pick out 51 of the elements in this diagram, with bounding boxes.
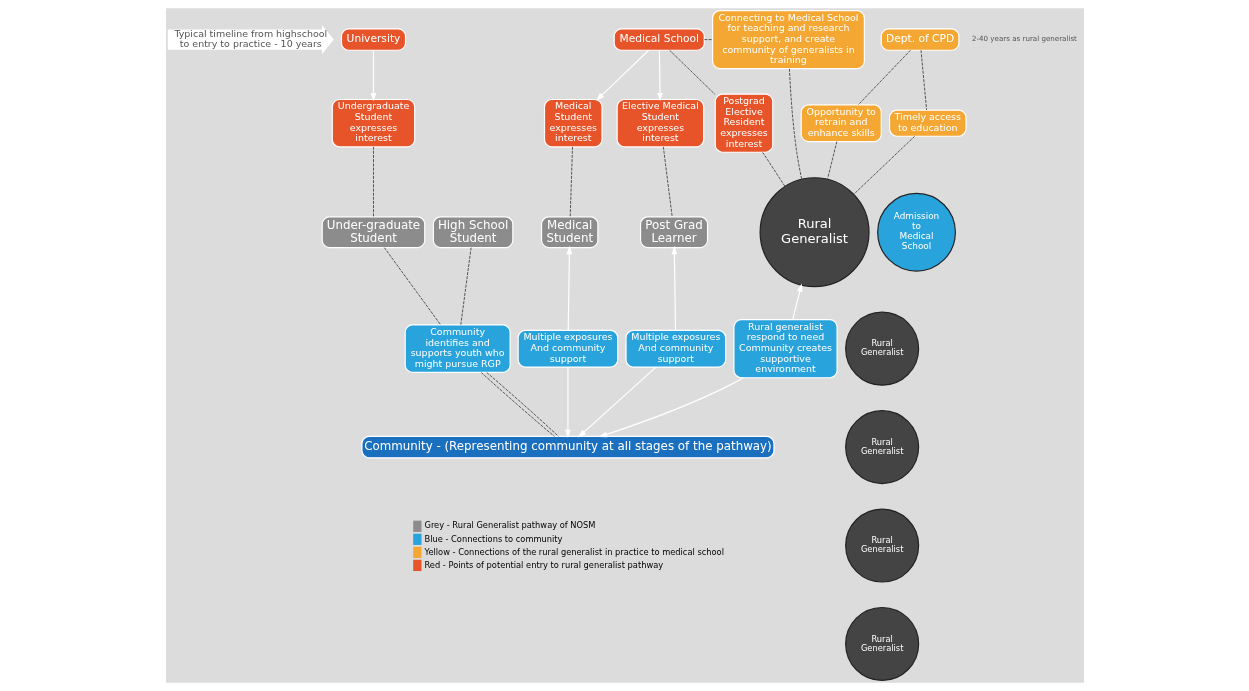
arrow xyxy=(595,49,649,101)
node-box: Multiple exposures And community support xyxy=(517,329,618,368)
connector xyxy=(662,146,673,218)
legend-label: Yellow - Connections of the rural generalist in practice to medical school xyxy=(423,546,724,557)
legend-label: Blue - Connections to community xyxy=(423,533,563,544)
connector xyxy=(703,39,713,41)
arrow xyxy=(791,283,803,321)
connector xyxy=(459,247,472,326)
node-box: Elective Medical Student expresses interest xyxy=(616,98,704,148)
node-box: Timely access to education xyxy=(888,109,967,137)
node-circle: Rural Generalist xyxy=(844,508,919,583)
connector xyxy=(668,49,716,95)
arrow xyxy=(670,245,677,331)
connector xyxy=(852,135,915,195)
connector xyxy=(383,247,441,326)
legend-label: Grey - Rural Generalist pathway of NOSM xyxy=(423,520,595,531)
node-circle: Rural Generalist xyxy=(844,606,919,682)
node-box: Medical Student xyxy=(540,216,598,249)
node-box: High School Student xyxy=(432,216,513,249)
arrow xyxy=(370,49,376,102)
node-box: Undergraduate Student expresses interest xyxy=(331,98,415,148)
connector xyxy=(788,68,802,180)
arrow xyxy=(598,377,744,438)
node-box: Multiple exposures And community support xyxy=(624,329,726,368)
connector xyxy=(857,49,911,106)
connector xyxy=(372,146,374,218)
node-box: Connecting to Medical School for teaching and research support, and create community of generalists in training xyxy=(711,9,865,70)
node-box: University xyxy=(340,28,406,51)
connector xyxy=(826,141,837,180)
arrow xyxy=(565,245,572,331)
arrow xyxy=(656,49,663,102)
node-circle: Rural Generalist xyxy=(759,177,870,288)
node-box: Opportunity to retrain and enhance skills xyxy=(800,104,882,143)
node-circle: Rural Generalist xyxy=(844,311,919,386)
connector xyxy=(920,49,927,111)
arrow xyxy=(564,366,571,439)
node-box: Medical Student expresses interest xyxy=(543,98,603,148)
legend-label: Red - Points of potential entry to rural generalist pathway xyxy=(423,559,663,570)
node-box: Community identifies and supports youth who might pursue RGP xyxy=(404,324,511,373)
node-box: Post Grad Learner xyxy=(639,216,708,249)
node-circle: Admission to Medical School xyxy=(876,192,956,272)
node-circle: Rural Generalist xyxy=(844,410,919,485)
connector xyxy=(761,151,785,187)
node-box: Community - (Representing community at all stages of the pathway) xyxy=(360,435,775,459)
node-box: Rural generalist respond to need Community creates supportive environment xyxy=(732,319,838,379)
node-box: Postgrad Elective Resident expresses interest xyxy=(714,93,773,153)
node-box: Under-graduate Student xyxy=(321,216,425,249)
node-box: Dept. of CPD xyxy=(880,28,959,51)
node-box: Medical School xyxy=(613,28,705,51)
arrow xyxy=(577,366,657,438)
connector xyxy=(569,146,573,218)
